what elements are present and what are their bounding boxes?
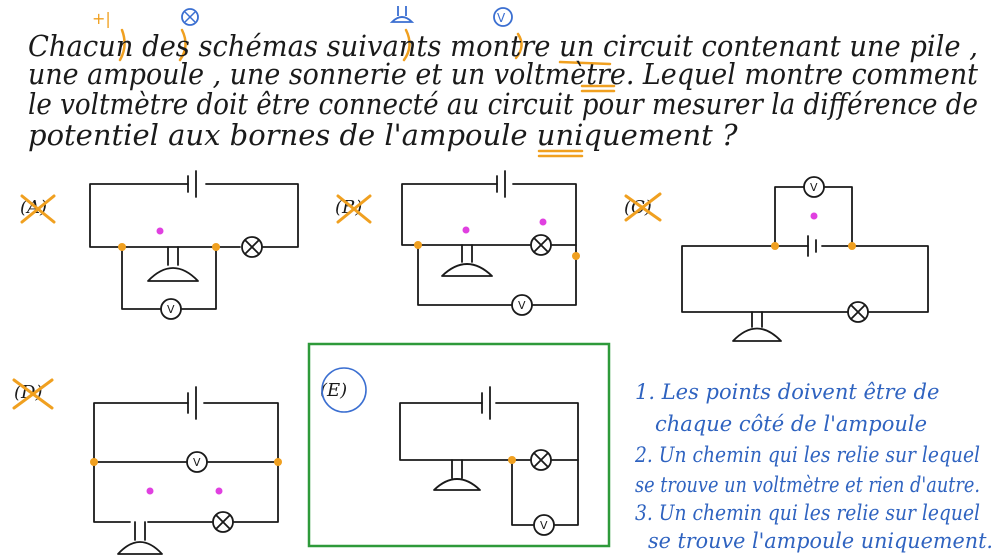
svg-text:V: V xyxy=(518,299,526,312)
option-c-diagram: (C) V xyxy=(624,176,929,342)
option-b-marker-1 xyxy=(462,226,470,234)
option-b-bell-icon xyxy=(530,234,552,256)
option-d-diagram: (D) V xyxy=(12,378,282,555)
svg-text:V: V xyxy=(193,456,201,469)
option-e-diagram: (E) V xyxy=(307,342,611,548)
option-a-lamp-icon xyxy=(147,246,199,282)
option-e-label: (E) xyxy=(320,380,347,401)
note-line-6: se trouve l'ampoule uniquement. xyxy=(648,529,992,553)
voltmeter-annotation-letter: V xyxy=(497,11,506,25)
option-e-selected-ring xyxy=(321,367,367,413)
note-line-3: 2. Un chemin qui les relie sur lequel xyxy=(634,443,980,467)
voltmeter-annotation-icon: V xyxy=(493,7,513,27)
svg-text:V: V xyxy=(540,519,548,532)
svg-text:V: V xyxy=(167,303,175,316)
note-line-5: 3. Un chemin qui les relie sur lequel xyxy=(635,501,980,525)
question-line-2: une ampoule , une sonnerie et un voltmèt… xyxy=(28,57,978,91)
answer-box xyxy=(307,342,611,548)
option-a-diagram: (A) V xyxy=(20,170,299,320)
option-d-marker-1 xyxy=(146,487,154,495)
question-text: Chacun des schémas suivants montre un ci… xyxy=(28,29,978,152)
option-c-label: (C) xyxy=(624,197,652,218)
option-a-marker xyxy=(156,227,164,235)
option-e-bell-icon xyxy=(530,449,552,471)
option-e-lamp-icon xyxy=(433,459,481,491)
option-b-lamp-icon xyxy=(441,244,493,277)
option-d-lamp-icon xyxy=(117,521,163,555)
cell-annotation: +| xyxy=(92,9,111,28)
question-line-1: Chacun des schémas suivants montre un ci… xyxy=(28,29,978,63)
lamp-annotation-icon xyxy=(389,6,415,23)
note-line-4: se trouve un voltmètre et rien d'autre. xyxy=(635,473,980,497)
option-d-bell-icon xyxy=(212,511,234,533)
question-line-4: potentiel aux bornes de l'ampoule unique… xyxy=(28,118,738,152)
option-d-label: (D) xyxy=(14,382,42,403)
option-b-label: (B) xyxy=(335,197,362,218)
note-line-2: chaque côté de l'ampoule xyxy=(655,412,927,436)
option-c-voltmeter-icon: V xyxy=(803,176,825,198)
svg-text:V: V xyxy=(810,181,818,194)
option-c-marker xyxy=(810,212,818,220)
bell-annotation-icon xyxy=(181,8,199,26)
note-line-1: 1. Les points doivent être de xyxy=(635,380,939,404)
option-b-marker-2 xyxy=(539,218,547,226)
option-d-voltmeter-icon: V xyxy=(186,451,208,473)
option-b-voltmeter-icon: V xyxy=(511,294,533,316)
option-c-lamp-icon xyxy=(732,311,782,342)
explanation-notes: 1. Les points doivent être de chaque côt… xyxy=(634,380,992,553)
option-a-bell-icon xyxy=(241,236,263,258)
question-annotations: +| V xyxy=(92,6,616,158)
option-c-bell-icon xyxy=(847,301,869,323)
question-line-3: le voltmètre doit être connecté au circu… xyxy=(28,87,978,121)
option-d-marker-2 xyxy=(215,487,223,495)
option-a-voltmeter-icon: V xyxy=(160,298,182,320)
option-e-voltmeter-icon: V xyxy=(533,514,555,536)
option-b-diagram: (B) V xyxy=(335,170,580,316)
